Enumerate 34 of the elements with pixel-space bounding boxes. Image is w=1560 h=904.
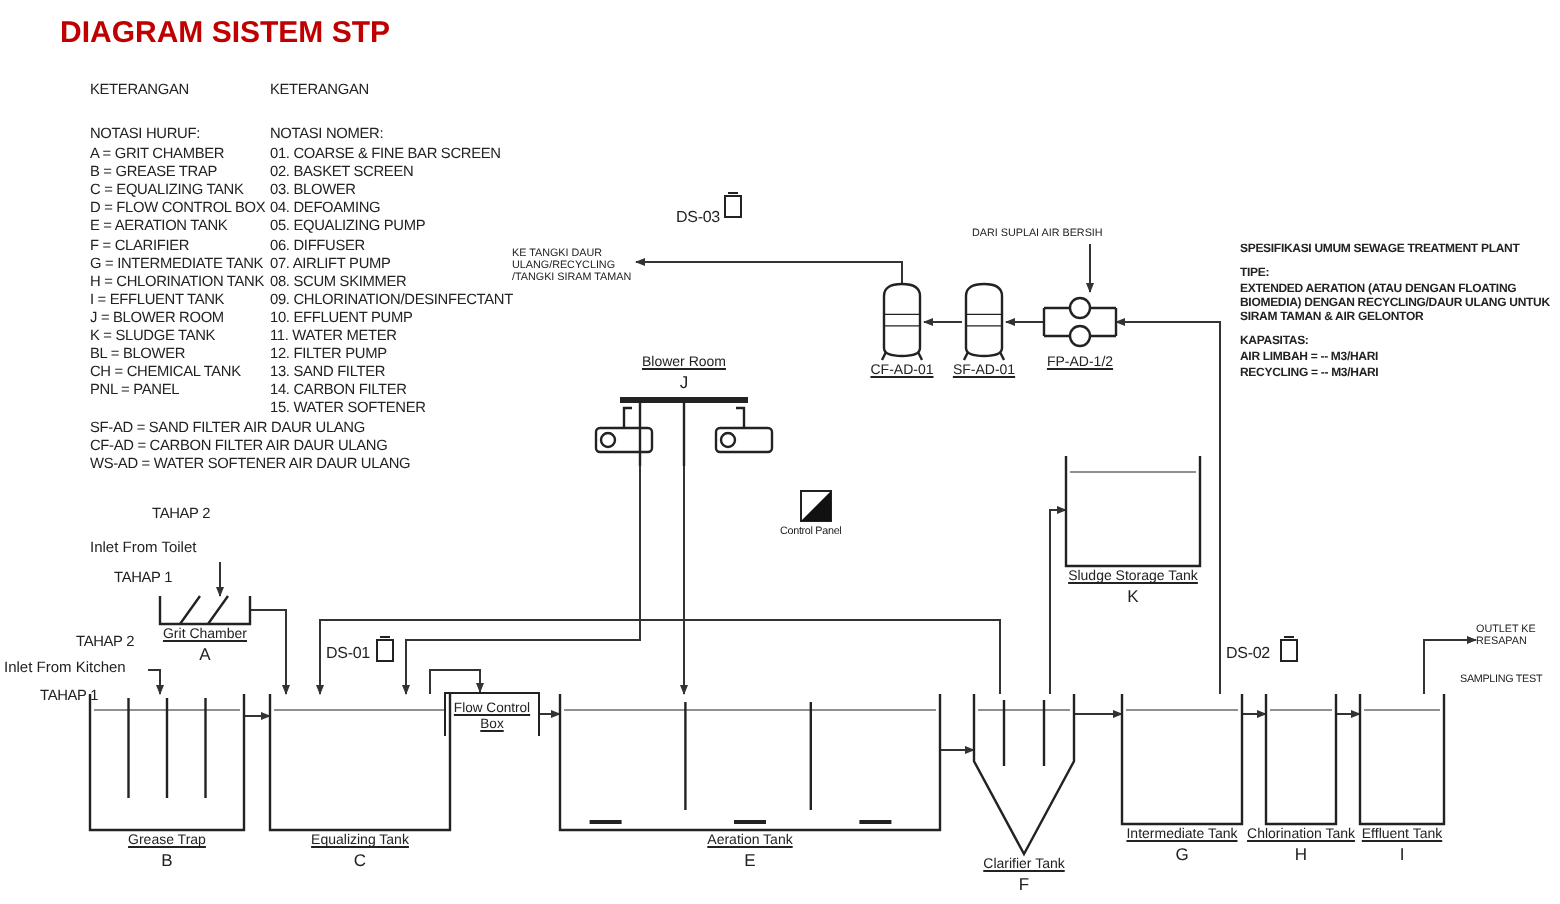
unit-letter: H [1292,844,1310,864]
unit-letter: B [159,850,175,870]
pipe-arrow [429,669,484,695]
pipe-arrow [1115,318,1221,695]
unit-letter: C [351,850,369,870]
unit-letter: E [742,850,758,870]
pipe-arrow [316,619,1001,695]
pipe-arrow [1423,636,1477,695]
pipe-arrow [1086,243,1094,293]
pipe-arrow [539,710,561,718]
pipe-arrow [402,465,641,695]
pipe-arrow [1049,506,1067,695]
tag-label: DS-03 [676,208,720,226]
pipe-arrow [680,465,688,695]
pipe-arrow [1073,710,1123,718]
pipe-arrow [249,609,290,695]
unit-letter: I [1397,844,1407,864]
pipe-arrow [243,712,271,720]
unit-letter: G [1173,844,1191,864]
unit-letter: K [1125,586,1141,606]
pipe-arrow [923,318,963,326]
pipe-arrow [1335,710,1361,718]
unit-letter: A [197,644,213,664]
pipe-arrow [939,746,975,754]
pipe-arrow [1241,710,1267,718]
unit-letter: F [1016,874,1032,894]
tag-label: DS-02 [1226,644,1270,662]
pipe-arrow [216,561,224,597]
pipe-arrow [1005,318,1045,326]
unit-letter: J [677,372,691,392]
pipe-arrow [147,669,164,695]
diagram-title: DIAGRAM SISTEM STP [60,16,391,50]
pipe-arrow [635,258,903,285]
tag-label: DS-01 [326,644,370,662]
